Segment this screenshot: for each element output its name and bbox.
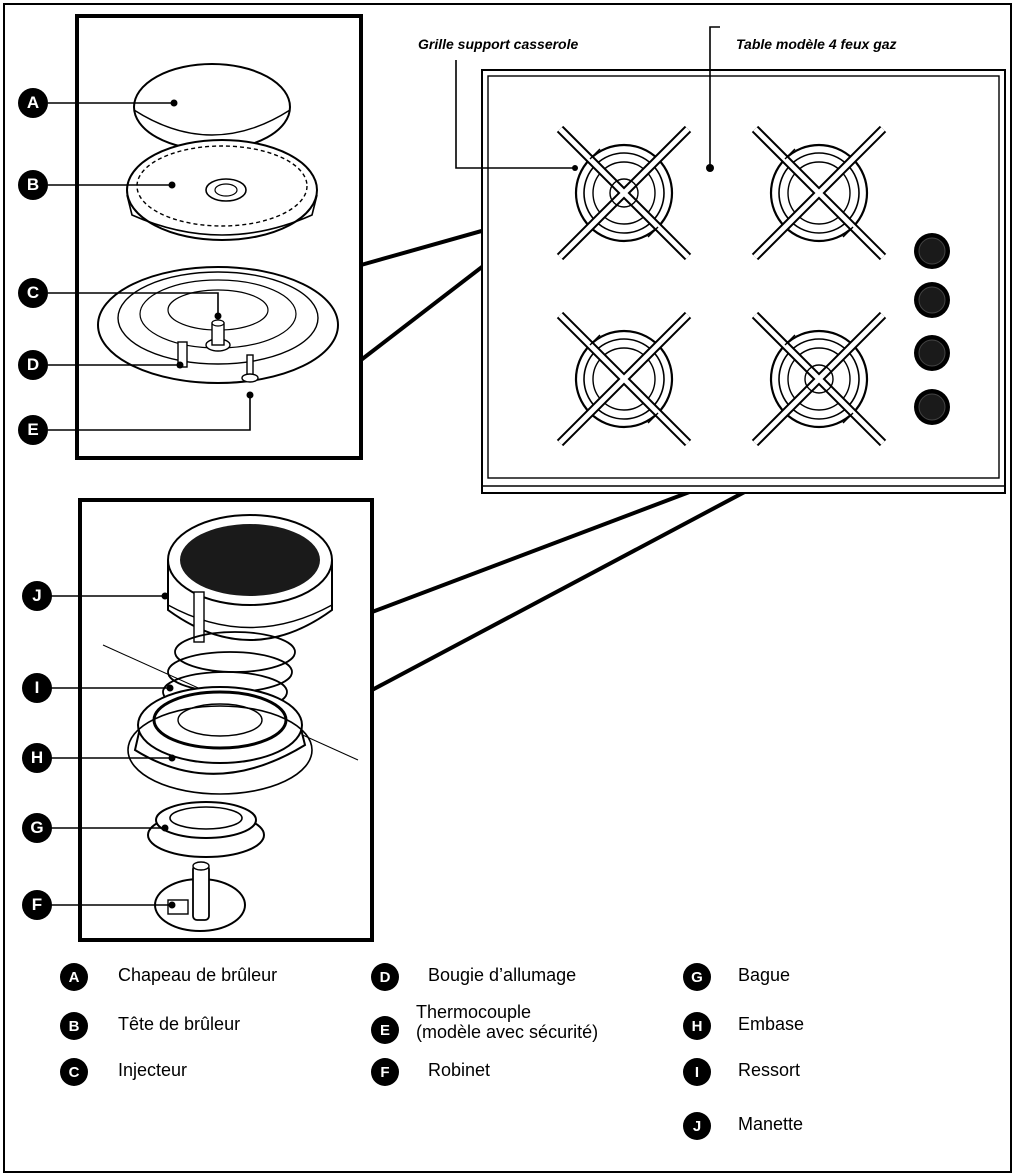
legend-label-h: Embase	[738, 1014, 805, 1034]
knob-4	[913, 388, 951, 426]
badge-j: J	[22, 581, 52, 611]
outer-frame	[3, 3, 1012, 1173]
legend-label-f: Robinet	[428, 1060, 491, 1080]
callout-table: Table modèle 4 feux gaz	[736, 36, 897, 52]
legend-label-a: Chapeau de brûleur	[118, 965, 278, 985]
legend-badge-f: F	[371, 1058, 399, 1086]
top-detail-box	[75, 14, 363, 460]
top-burner-parts	[97, 63, 339, 384]
legend-badge-h: H	[683, 1012, 711, 1040]
legend-badge-a: A	[60, 963, 88, 991]
bottom-detail-box	[78, 498, 374, 942]
grille-leader	[455, 60, 574, 169]
legend-badge-c: C	[60, 1058, 88, 1086]
legend-badge-b: B	[60, 1012, 88, 1040]
badge-e: E	[18, 415, 48, 445]
badge-i: I	[22, 673, 52, 703]
legend-label-b: Tête de brûleur	[118, 1014, 241, 1034]
table-leader	[709, 26, 720, 168]
badge-b: B	[18, 170, 48, 200]
legend-label-j: Manette	[738, 1114, 804, 1134]
knob-3	[913, 334, 951, 372]
legend-label-i: Ressort	[738, 1060, 801, 1080]
legend-badge-i: I	[683, 1058, 711, 1086]
badge-g: G	[22, 813, 52, 843]
legend-badge-j: J	[683, 1112, 711, 1140]
cooktop	[481, 69, 1006, 494]
legend-label-e-note: (modèle avec sécurité)	[416, 1022, 599, 1042]
badge-c: C	[18, 278, 48, 308]
bottom-knob-parts	[102, 514, 359, 932]
legend-label-e: Thermocouple	[416, 1002, 532, 1022]
legend-badge-g: G	[683, 963, 711, 991]
legend-label-g: Bague	[738, 965, 791, 985]
legend-label-d: Bougie d’allumage	[428, 965, 577, 985]
callout-grille: Grille support casserole	[418, 36, 579, 52]
legend-label-c: Injecteur	[118, 1060, 188, 1080]
legend-badge-e: E	[371, 1016, 399, 1044]
knob-1	[913, 232, 951, 270]
badge-a: A	[18, 88, 48, 118]
badge-f: F	[22, 890, 52, 920]
legend-badge-d: D	[371, 963, 399, 991]
badge-h: H	[22, 743, 52, 773]
knob-2	[913, 281, 951, 319]
badge-d: D	[18, 350, 48, 380]
